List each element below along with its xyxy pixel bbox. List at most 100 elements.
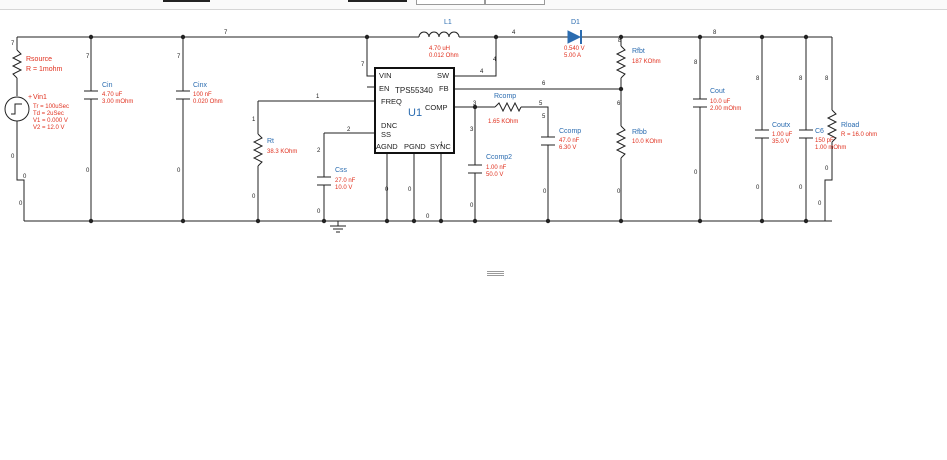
- rfbb-symbol[interactable]: [615, 125, 627, 159]
- ccomp-refdes: Ccomp: [559, 128, 581, 135]
- toolbar-field[interactable]: [485, 0, 545, 5]
- net-label: 0: [19, 201, 23, 207]
- net-label: 8: [756, 76, 760, 82]
- d1-symbol[interactable]: [554, 30, 594, 44]
- net-label: 7: [361, 62, 365, 68]
- junction-dot: [438, 218, 444, 224]
- cout-symbol[interactable]: [693, 98, 707, 108]
- ccomp2-refdes: Ccomp2: [486, 154, 512, 161]
- junction-dot: [803, 218, 809, 224]
- vin1-param: Td = 2uSec: [33, 111, 64, 117]
- cin-value: 3.00 mOhm: [102, 99, 133, 105]
- toolbar-field[interactable]: [416, 0, 485, 5]
- vin1-symbol[interactable]: [4, 96, 30, 122]
- ccomp2-symbol[interactable]: [468, 164, 482, 174]
- net-label: 0: [825, 166, 829, 172]
- toolbar-control[interactable]: [348, 0, 407, 2]
- ccomp2-value: 1.00 nF: [486, 165, 507, 171]
- rfbt-symbol[interactable]: [615, 45, 627, 79]
- wire: [386, 153, 442, 221]
- rload-value: R = 16.0 ohm: [841, 132, 877, 138]
- wire: [453, 37, 497, 77]
- css-value: 10.0 V: [335, 185, 352, 191]
- junction-dot: [255, 218, 261, 224]
- junction-dot: [411, 218, 417, 224]
- vin1-param: Tr = 100uSec: [33, 104, 69, 110]
- net-label: 0: [177, 168, 181, 174]
- net-label: 3: [470, 127, 474, 133]
- net-label: 4: [480, 69, 484, 75]
- cin-symbol[interactable]: [84, 90, 98, 100]
- component-labels: Rsource R = 1mohm + Vin1 Tr = 100uSec Td…: [26, 19, 877, 191]
- net-label: 6: [617, 101, 621, 107]
- junction-dot: [545, 218, 551, 224]
- c6-symbol[interactable]: [799, 129, 813, 139]
- cinx-value: 0.020 Ohm: [193, 99, 223, 105]
- net-label: 0: [86, 168, 90, 174]
- wire: [16, 121, 25, 221]
- net-label: 0: [818, 201, 822, 207]
- rsource-refdes: Rsource: [26, 56, 52, 63]
- net-label: 0: [11, 154, 15, 160]
- net-label: 5: [542, 114, 546, 120]
- rfbb-refdes: Rfbb: [632, 129, 647, 136]
- junction-dot: [697, 34, 703, 40]
- net-label: 0: [543, 189, 547, 195]
- u1-body[interactable]: [374, 67, 455, 154]
- net-label: 1: [316, 94, 320, 100]
- rt-symbol[interactable]: [252, 133, 264, 167]
- junction-dot: [321, 218, 327, 224]
- pin-freq: FREQ: [381, 97, 402, 106]
- junction-dot: [180, 218, 186, 224]
- toolbar-strip: [0, 0, 947, 10]
- ccomp-symbol[interactable]: [541, 136, 555, 146]
- net-label: 0: [799, 185, 803, 191]
- cout-value: 10.0 uF: [710, 99, 731, 105]
- css-value: 27.0 nF: [335, 178, 356, 184]
- cinx-refdes: Cinx: [193, 82, 208, 89]
- l1-value: 0.012 Ohm: [429, 53, 459, 59]
- coutx-value: 35.0 V: [772, 139, 789, 145]
- net-label: 8: [799, 76, 803, 82]
- c6-value: 1.00 mOhm: [815, 145, 846, 151]
- rload-symbol[interactable]: [826, 109, 838, 143]
- wire: [366, 37, 376, 77]
- net-label: 5: [539, 101, 543, 107]
- d1-refdes: D1: [571, 19, 580, 26]
- junction-dot: [759, 218, 765, 224]
- rsource-value: R = 1mohm: [26, 66, 63, 73]
- capacitor-symbols: [84, 90, 813, 186]
- u1-refdes: U1: [408, 107, 422, 119]
- junction-dot: [384, 218, 390, 224]
- rsource-symbol[interactable]: [11, 49, 23, 79]
- ccomp2-value: 50.0 V: [486, 172, 503, 178]
- junction-dot: [472, 104, 478, 110]
- rcomp-value: 1.65 KOhm: [488, 119, 518, 125]
- toolbar-control[interactable]: [163, 0, 210, 2]
- junction-dot: [618, 86, 624, 92]
- l1-symbol[interactable]: [418, 31, 460, 38]
- net-label: 0: [385, 187, 389, 193]
- coutx-symbol[interactable]: [755, 129, 769, 139]
- junction-dot: [472, 218, 478, 224]
- rcomp-refdes: Rcomp: [494, 93, 516, 100]
- splitter-handle-icon[interactable]: [487, 271, 504, 277]
- net-label: 0: [617, 189, 621, 195]
- cinx-symbol[interactable]: [176, 90, 190, 100]
- rt-value: 38.3 KOhm: [267, 149, 297, 155]
- junction-dot: [493, 34, 499, 40]
- junction-dot: [88, 218, 94, 224]
- rcomp-symbol[interactable]: [494, 101, 522, 113]
- net-label: 1: [252, 117, 256, 123]
- wires: [16, 36, 833, 222]
- net-label: 2: [317, 148, 321, 154]
- net-label: 0: [408, 187, 412, 193]
- css-symbol[interactable]: [317, 176, 331, 186]
- rfbb-value: 10.0 KOhm: [632, 139, 662, 145]
- junction-dot: [759, 34, 765, 40]
- rfbt-refdes: Rfbt: [632, 48, 645, 55]
- cin-refdes: Cin: [102, 82, 113, 89]
- net-labels: 7 7 7 7 7 4 4 4 8 8 8 8 8 8 1 1 1 2 2 3 …: [11, 30, 829, 220]
- net-label: 8: [825, 76, 829, 82]
